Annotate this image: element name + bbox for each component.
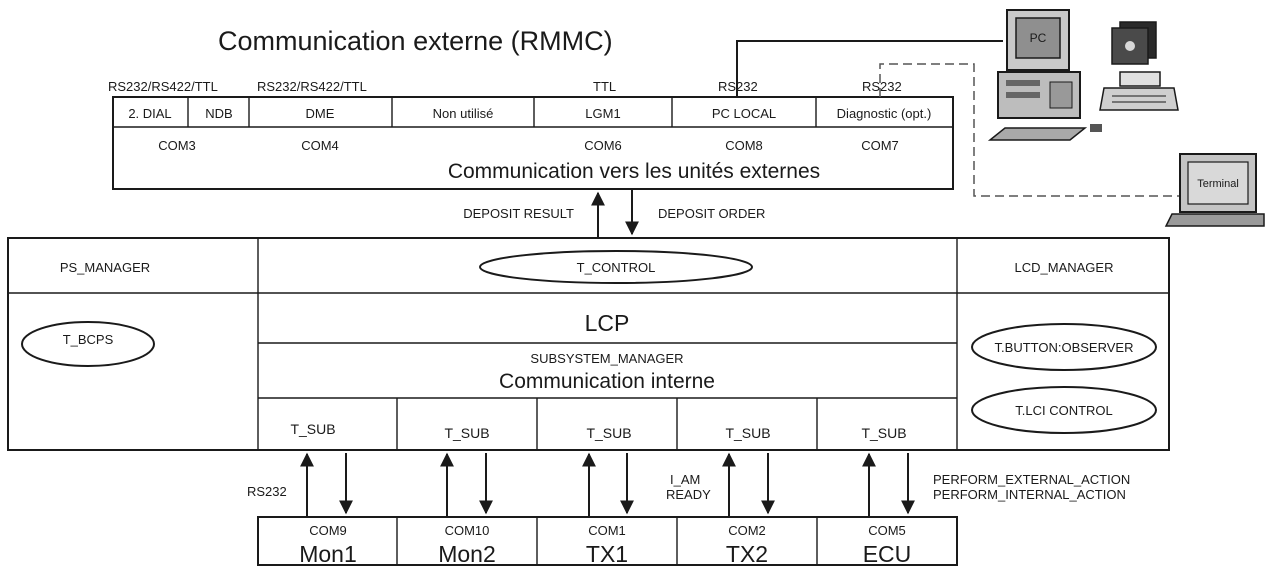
t-button-observer-label: T.BUTTON:OBSERVER <box>995 340 1134 355</box>
t-control-label: T_CONTROL <box>577 260 656 275</box>
t-sub-label: T_SUB <box>444 425 489 441</box>
com-label: COM3 <box>158 138 196 153</box>
unit-com: COM5 <box>868 523 906 538</box>
lcd-manager-label: LCD_MANAGER <box>1015 260 1114 275</box>
lcp-label: LCP <box>585 310 630 336</box>
com-label: COM4 <box>301 138 339 153</box>
pc-computer-icon <box>990 10 1102 140</box>
protocol-label: RS232/RS422/TTL <box>257 79 367 94</box>
t-sub-label: T_SUB <box>290 421 335 437</box>
deposit-order-label: DEPOSIT ORDER <box>658 206 765 221</box>
disk-icon <box>1112 22 1156 64</box>
terminal-label: Terminal <box>1197 178 1239 190</box>
ps-manager-label: PS_MANAGER <box>60 260 150 275</box>
perform-internal-label: PERFORM_INTERNAL_ACTION <box>933 487 1126 502</box>
protocol-label: TTL <box>593 79 616 94</box>
protocol-label: RS232 <box>862 79 902 94</box>
perform-external-label: PERFORM_EXTERNAL_ACTION <box>933 472 1130 487</box>
unit-com: COM1 <box>588 523 626 538</box>
t-sub-label: T_SUB <box>586 425 631 441</box>
ext-box-label: Communication vers les unités externes <box>448 160 820 183</box>
port-lgm1: LGM1 <box>585 106 620 121</box>
unit-name: Mon2 <box>438 541 496 567</box>
deposit-result-label: DEPOSIT RESULT <box>463 206 574 221</box>
rs232-bottom-label: RS232 <box>247 484 287 499</box>
ready-label: READY <box>666 487 711 502</box>
comm-interne-label: Communication interne <box>499 370 715 393</box>
pc-label: PC <box>1030 31 1047 45</box>
unit-com: COM10 <box>445 523 490 538</box>
port-2-dial: 2. DIAL <box>128 106 171 121</box>
unit-com: COM9 <box>309 523 347 538</box>
unit-name: TX2 <box>726 541 768 567</box>
port-ndb: NDB <box>205 106 232 121</box>
subsystem-manager-label: SUBSYSTEM_MANAGER <box>530 351 683 366</box>
protocol-label: RS232/RS422/TTL <box>108 79 218 94</box>
unit-name: ECU <box>863 541 912 567</box>
port-non-utilise: Non utilisé <box>433 106 494 121</box>
port-diagnostic: Diagnostic (opt.) <box>837 106 932 121</box>
com-label: COM6 <box>584 138 622 153</box>
i-am-label: I_AM <box>670 472 700 487</box>
t-sub-label: T_SUB <box>725 425 770 441</box>
diagram-title: Communication externe (RMMC) <box>218 26 613 56</box>
port-pc-local: PC LOCAL <box>712 106 776 121</box>
unit-name: Mon1 <box>299 541 357 567</box>
com-label: COM8 <box>725 138 763 153</box>
printer-icon <box>1100 72 1178 110</box>
port-dme: DME <box>306 106 335 121</box>
t-bcps-label: T_BCPS <box>63 332 114 347</box>
t-sub-label: T_SUB <box>861 425 906 441</box>
terminal-laptop-icon <box>1166 154 1264 226</box>
t-lci-control-label: T.LCI CONTROL <box>1015 403 1113 418</box>
unit-name: TX1 <box>586 541 628 567</box>
com-label: COM7 <box>861 138 899 153</box>
unit-com: COM2 <box>728 523 766 538</box>
